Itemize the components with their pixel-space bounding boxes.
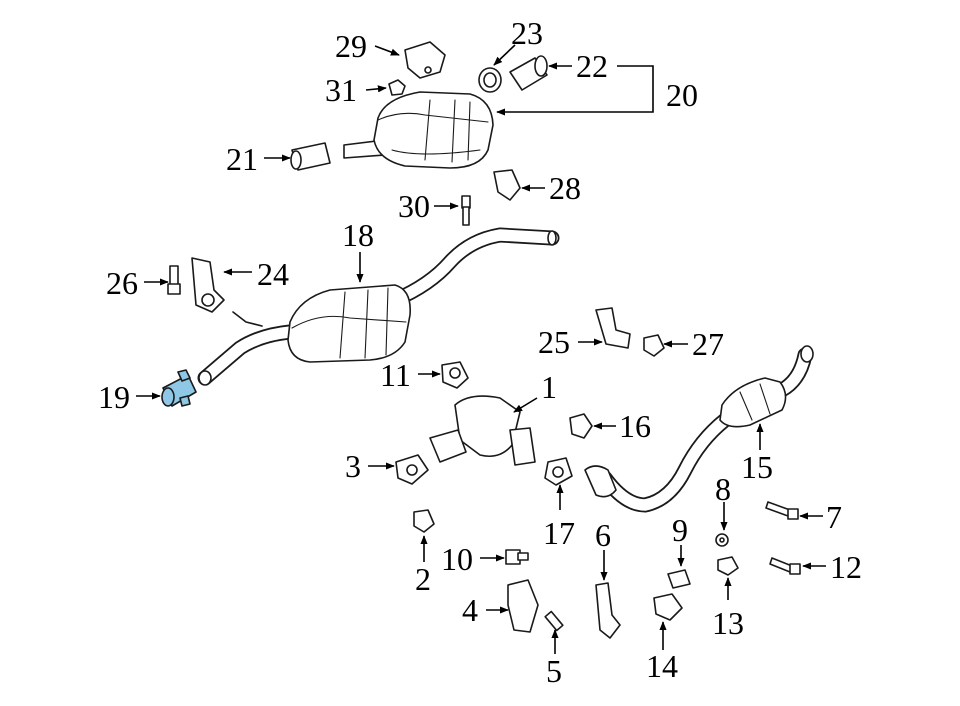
callout-16: 16 — [619, 408, 651, 444]
callout-27: 27 — [692, 326, 724, 362]
callout-29: 29 — [335, 28, 367, 64]
callout-10: 10 — [441, 541, 473, 577]
callout-28: 28 — [549, 170, 581, 206]
callout-labels: 29 31 23 22 20 21 28 30 18 26 24 19 11 1… — [98, 15, 862, 689]
bushing-14[interactable] — [653, 593, 683, 621]
callout-9: 9 — [672, 512, 688, 548]
callout-13: 13 — [712, 605, 744, 641]
callout-7: 7 — [826, 499, 842, 535]
bolt-10[interactable] — [505, 549, 529, 565]
callout-11: 11 — [380, 357, 411, 393]
callout-30: 30 — [398, 188, 430, 224]
bushing-9[interactable] — [667, 569, 691, 589]
callout-8: 8 — [715, 471, 731, 507]
pipe-21[interactable] — [290, 142, 331, 171]
bolt-26[interactable] — [167, 265, 181, 295]
bracket-6[interactable] — [595, 582, 621, 639]
washer-8[interactable] — [715, 533, 729, 547]
nut-2[interactable] — [413, 509, 435, 533]
bracket-24[interactable] — [191, 257, 225, 313]
gasket-17[interactable] — [544, 457, 573, 486]
gasket-3[interactable] — [395, 454, 429, 485]
callout-20: 20 — [666, 77, 698, 113]
callout-3: 3 — [345, 448, 361, 484]
front-catalytic-converter[interactable] — [719, 377, 787, 428]
rear-muffler[interactable] — [343, 91, 494, 169]
bolt-5[interactable] — [544, 610, 564, 632]
callout-18: 18 — [342, 217, 374, 253]
bracket-25[interactable] — [595, 307, 631, 349]
callout-4: 4 — [462, 592, 478, 628]
callout-22: 22 — [576, 48, 608, 84]
catalytic-converter[interactable] — [429, 395, 536, 466]
nut-27[interactable] — [643, 334, 665, 357]
callout-24: 24 — [257, 256, 289, 292]
bolt-30[interactable] — [461, 195, 471, 226]
callout-26: 26 — [106, 265, 138, 301]
clamp-highlighted[interactable] — [161, 369, 197, 407]
callout-14: 14 — [646, 648, 678, 684]
callout-19: 19 — [98, 379, 130, 415]
callout-17: 17 — [543, 515, 575, 551]
callout-6: 6 — [595, 517, 611, 553]
callout-12: 12 — [830, 549, 862, 585]
tailpipe-tip-22[interactable] — [509, 55, 548, 91]
pipe-flange — [584, 465, 617, 498]
callout-31: 31 — [325, 72, 357, 108]
nut-31[interactable] — [388, 79, 406, 96]
callout-1: 1 — [541, 369, 557, 405]
bracket-4[interactable] — [507, 579, 539, 633]
rear-pipe — [197, 227, 560, 386]
callout-2: 2 — [415, 561, 431, 597]
hanger-28[interactable] — [493, 169, 521, 201]
nut-16[interactable] — [569, 413, 593, 439]
callout-21: 21 — [226, 141, 258, 177]
callout-25: 25 — [538, 324, 570, 360]
center-muffler[interactable] — [232, 284, 412, 363]
leader-lines — [136, 44, 826, 654]
callout-15: 15 — [741, 449, 773, 485]
front-pipe — [597, 345, 814, 513]
bolt-12[interactable] — [769, 557, 801, 575]
callout-23: 23 — [511, 15, 543, 51]
bracket-29[interactable] — [404, 41, 446, 79]
nut-13[interactable] — [717, 556, 739, 576]
callout-5: 5 — [546, 653, 562, 689]
nut-11[interactable] — [441, 361, 469, 389]
clamp-23[interactable] — [478, 67, 502, 93]
bolt-7[interactable] — [765, 501, 799, 520]
